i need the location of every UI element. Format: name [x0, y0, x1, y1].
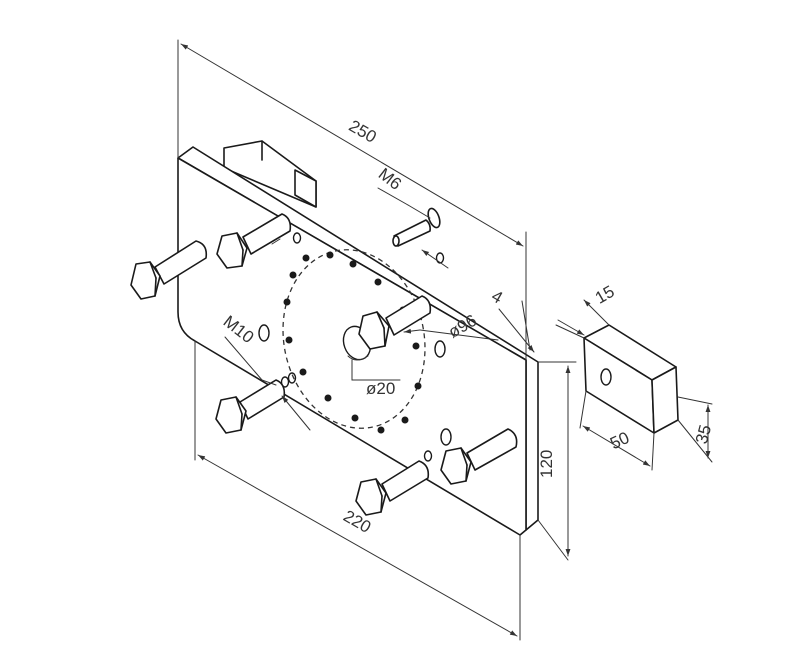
dim-120-label: 120: [537, 450, 556, 478]
bolt-m10: [355, 460, 430, 516]
plate-holes: [258, 232, 452, 462]
slot-hole: [434, 340, 446, 358]
bolt-circle-outline: [282, 249, 426, 429]
small-hole: [280, 376, 290, 388]
bolt-m10: [358, 295, 432, 350]
dim-35-label: 35: [692, 423, 715, 446]
small-hole: [435, 252, 445, 264]
dim-15-label: 15: [592, 282, 618, 308]
slot-hole: [440, 428, 452, 446]
dim-center-hole-label: ø20: [366, 379, 395, 398]
dim-4-label: 4: [488, 286, 506, 307]
slot-hole: [258, 324, 270, 342]
small-hole: [423, 450, 433, 462]
dim-250-label: 250: [346, 116, 380, 147]
block-hole: [600, 368, 612, 386]
screw-m6: [392, 207, 441, 247]
small-hole: [287, 372, 297, 384]
spacer-block: [583, 324, 679, 434]
dim-50-label: 50: [607, 428, 632, 453]
small-hole: [292, 232, 302, 244]
bolt-m10: [215, 379, 286, 434]
dimension-lines: [177, 39, 713, 641]
dim-m6-label: M6: [375, 164, 405, 194]
